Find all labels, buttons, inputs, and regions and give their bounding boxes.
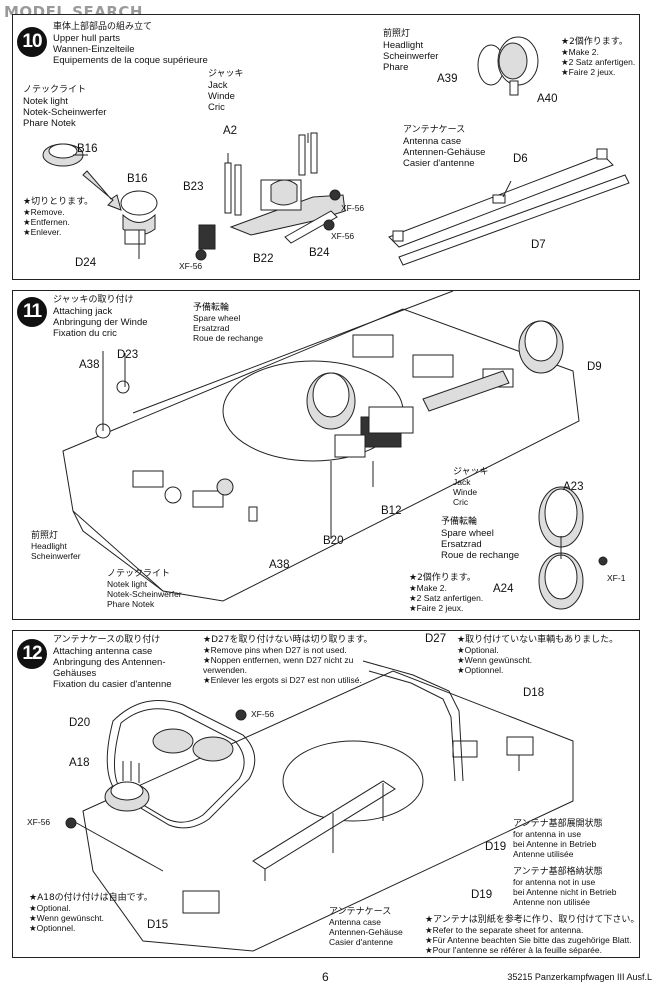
step-11-title: ジャッキの取り付け Attaching jack Anbringung der …: [53, 295, 148, 339]
antenna-case-label: アンテナケース Antenna case Antennen-Gehäuse Ca…: [403, 125, 486, 169]
part-a23: A23: [563, 481, 584, 493]
part-b20: B20: [323, 535, 344, 547]
step-12-title: アンテナケースの取り付け Attaching antenna case Anbr…: [53, 635, 172, 690]
part-a18: A18: [69, 757, 90, 769]
step-12-illustration: [65, 660, 574, 952]
part-a39: A39: [437, 73, 458, 85]
a18-optional-note: ★A18の付け付けは自由です。 ★Optional. ★Wenn gewünsc…: [29, 893, 153, 933]
notek-label: ノテックライト Notek light Notek-Scheinwerfer P…: [107, 569, 182, 609]
part-d24: D24: [75, 257, 97, 269]
step-10-panel: 10 車体上部部品の組み立て Upper hull parts Wannen-E…: [12, 14, 640, 280]
antenna-case-drawing: [252, 780, 396, 870]
jack-drawing: [422, 370, 510, 412]
part-d7: D7: [531, 239, 546, 251]
paint-xf1: XF-1: [607, 573, 626, 583]
step-11-illustration: [62, 291, 608, 610]
step-11-panel: 11 ジャッキの取り付け Attaching jack Anbringung d…: [12, 290, 640, 620]
d27-bar-drawing: [362, 660, 464, 782]
antenna-frame-drawing: [106, 700, 256, 829]
part-b16-b: B16: [127, 173, 148, 185]
part-a38-b: A38: [269, 559, 290, 571]
part-b16-a: B16: [77, 143, 98, 155]
paint-xf56-b: XF-56: [27, 817, 51, 827]
step-12-panel: 12 アンテナケースの取り付け Attaching antenna case A…: [12, 630, 640, 958]
part-d23: D23: [117, 349, 139, 361]
hull-drawing: [62, 308, 580, 602]
step-11-badge: 11: [17, 297, 47, 327]
antenna-case-label: アンテナケース Antenna case Antennen-Gehäuse Ca…: [329, 907, 403, 947]
part-a2: A2: [223, 125, 238, 137]
part-b24: B24: [309, 247, 330, 259]
make-2-note: ★2個作ります。 ★Make 2. ★2 Satz anfertigen. ★F…: [561, 37, 636, 77]
hull-drawing: [82, 670, 574, 952]
part-b12: B12: [381, 505, 402, 517]
title-de: Wannen-Einzelteile: [53, 44, 135, 55]
part-a40: A40: [537, 93, 558, 105]
part-b22: B22: [253, 253, 274, 265]
paint-xf56-b: XF-56: [331, 231, 355, 241]
part-d9: D9: [587, 361, 602, 373]
jack-label: ジャッキ Jack Winde Cric: [453, 467, 489, 507]
jack-body-drawing: [229, 194, 346, 236]
part-d20: D20: [69, 717, 91, 729]
jack-plate-drawing: [198, 224, 216, 250]
paint-xf56-a: XF-56: [251, 709, 275, 719]
antenna-not-in-use-label: アンテナ基部格納状態 for antenna not in use bei An…: [513, 867, 617, 907]
separate-sheet-note: ★アンテナは別紙を参考に作り、取り付けて下さい。 ★Refer to the s…: [425, 915, 640, 955]
antenna-in-use-label: アンテナ基部展開状態 for antenna in use bei Antenn…: [513, 819, 603, 859]
d27-optional-note: ★取り付けていない車輌もありました。 ★Optional. ★Wenn gewü…: [457, 635, 619, 675]
title-jp: 車体上部部品の組み立て: [53, 22, 153, 32]
d27-remove-note: ★D27を取り付けない時は切り取ります。 ★Remove pins when D…: [203, 635, 373, 685]
footer-model-name: 35215 Panzerkampfwagen III Ausf.L: [507, 972, 652, 982]
remove-note: ★切りとります。 ★Remove. ★Entfernen. ★Enlever.: [23, 197, 94, 237]
step-10-title: 車体上部部品の組み立て Upper hull parts Wannen-Einz…: [53, 22, 208, 66]
part-d15: D15: [147, 919, 169, 931]
step-10-illustration: [42, 36, 630, 266]
part-d19-b: D19: [471, 889, 493, 901]
spare-wheel-detail-label: 予備転輪 Spare wheel Ersatzrad Roue de recha…: [441, 517, 520, 561]
part-d18: D18: [523, 687, 545, 699]
step-12-badge: 12: [17, 639, 47, 669]
part-d19-a: D19: [485, 841, 507, 853]
paint-xf56-c: XF-56: [179, 261, 203, 271]
headlight-label: 前照灯 Headlight Scheinwerfer Phare: [383, 29, 439, 73]
part-d27: D27: [425, 633, 447, 645]
part-d6: D6: [513, 153, 528, 165]
headlight-label: 前照灯 Headlight Scheinwerfer: [31, 531, 81, 561]
d18-box-drawing: [506, 736, 534, 756]
jack-label: ジャッキ Jack Winde Cric: [208, 69, 244, 113]
spare-wheel-label: 予備転輪 Spare wheel Ersatzrad Roue de recha…: [193, 303, 263, 343]
step-10-badge: 10: [17, 27, 47, 57]
title-en: Upper hull parts: [53, 33, 121, 44]
page-number: 6: [322, 970, 329, 984]
notek-label: ノテックライト Notek light Notek-Scheinwerfer P…: [23, 85, 107, 129]
part-a38-a: A38: [79, 359, 100, 371]
make-2-note: ★2個作ります。 ★Make 2. ★2 Satz anfertigen. ★F…: [409, 573, 484, 613]
part-a24: A24: [493, 583, 514, 595]
paint-xf56-a: XF-56: [341, 203, 365, 213]
assembly-arrow: [82, 170, 122, 211]
part-b23: B23: [183, 181, 204, 193]
title-fr: Equipements de la coque supérieure: [53, 55, 208, 66]
